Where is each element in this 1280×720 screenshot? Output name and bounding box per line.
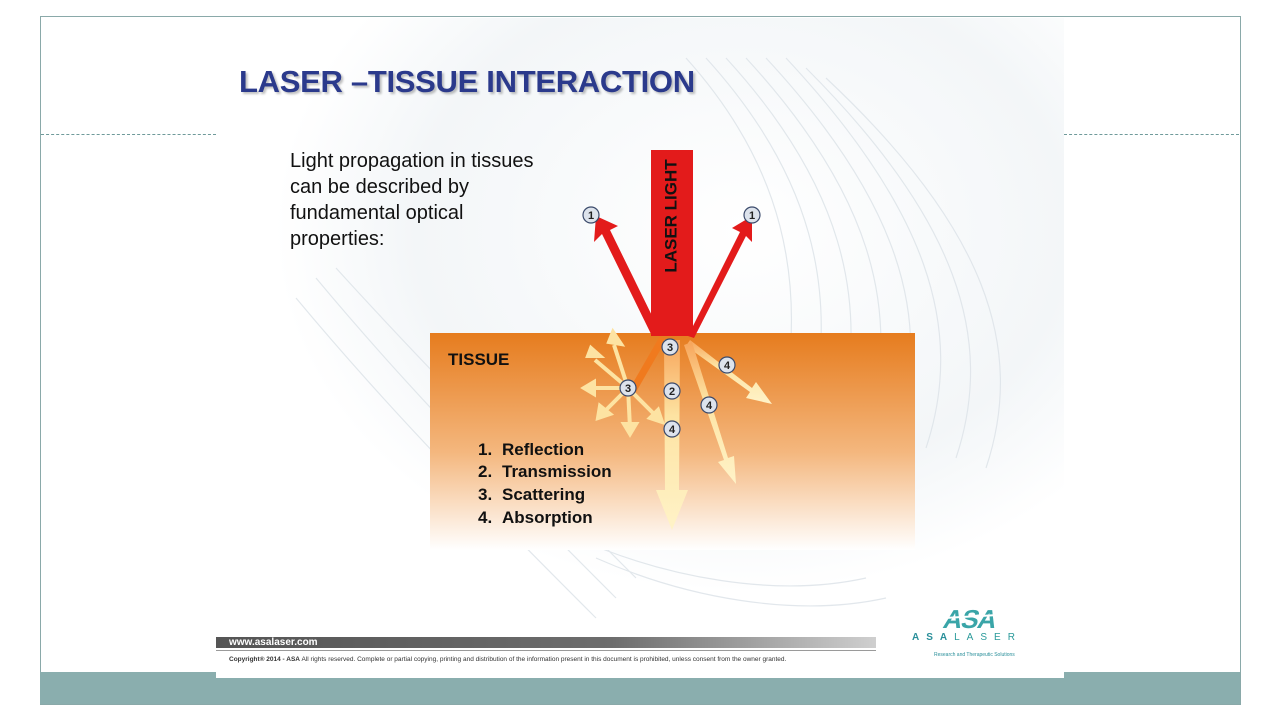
marker-label: 4: [669, 424, 676, 436]
logo-mark-text: ASA: [941, 604, 1001, 634]
marker-label: 2: [669, 386, 675, 398]
intro-line: fundamental optical: [290, 202, 464, 224]
property-num: 4.: [478, 508, 492, 527]
intro-line: properties:: [290, 228, 385, 250]
property-label: Transmission: [502, 462, 612, 481]
marker-reflection-right: 1: [743, 206, 761, 224]
marker-absorption-low: 4: [663, 420, 681, 438]
logo-wordmark-laser: LASER: [954, 632, 1022, 643]
property-label: Reflection: [502, 440, 584, 459]
asa-logo: ASA ASALASER Research and Therapeutic So…: [908, 604, 1048, 664]
beam-label: LASER LIGHT: [661, 159, 680, 273]
intro-line: Light propagation in tissues: [290, 150, 534, 172]
copyright-bold: Copyright® 2014 - ASA: [229, 656, 301, 663]
intro-line: can be described by: [290, 176, 470, 198]
reflection-arrow-right: [688, 216, 752, 338]
marker-label: 1: [588, 210, 594, 222]
logo-tagline: Research and Therapeutic Solutions: [934, 652, 1015, 658]
marker-reflection-left: 1: [582, 206, 600, 224]
properties-list: 1. Reflection 2. Transmission 3. Scatter…: [478, 440, 612, 527]
marker-label: 4: [706, 400, 713, 412]
property-label: Absorption: [502, 508, 593, 527]
copyright-rest: All rights reserved. Complete or partial…: [301, 656, 787, 663]
property-label: Scattering: [502, 485, 585, 504]
marker-scattering-left: 3: [619, 379, 637, 397]
tissue-label: TISSUE: [448, 350, 509, 369]
marker-scattering-top: 3: [661, 338, 679, 356]
property-num: 2.: [478, 462, 492, 481]
marker-absorption-mid: 4: [700, 396, 718, 414]
divider-right: [1064, 134, 1239, 135]
copyright-text: Copyright® 2014 - ASA All rights reserve…: [229, 656, 786, 663]
marker-label: 4: [724, 360, 731, 372]
footer-bar: [216, 637, 876, 648]
property-num: 3.: [478, 485, 492, 504]
logo-wordmark: ASALASER: [912, 632, 1044, 643]
footer-divider: [216, 650, 876, 651]
reflection-arrow-left: [594, 216, 660, 336]
asa-logo-mark: ASA: [941, 604, 1017, 634]
marker-label: 1: [749, 210, 755, 222]
logo-wordmark-asa: ASA: [912, 632, 955, 643]
reflection-arrows: [594, 216, 752, 338]
divider-left: [41, 134, 216, 135]
laser-beam: [651, 150, 693, 336]
intro-text: Light propagation in tissues can be desc…: [290, 148, 570, 252]
slide-title: LASER –TISSUE INTERACTION: [239, 64, 695, 99]
property-num: 1.: [478, 440, 492, 459]
marker-transmission: 2: [663, 382, 681, 400]
marker-label: 3: [625, 383, 631, 395]
scatter-stem: [630, 336, 666, 392]
footer-url: www.asalaser.com: [229, 637, 318, 648]
marker-label: 3: [667, 342, 673, 354]
marker-absorption-right: 4: [718, 356, 736, 374]
markers: 1 1 3 3 2 4 4 4: [582, 206, 761, 438]
